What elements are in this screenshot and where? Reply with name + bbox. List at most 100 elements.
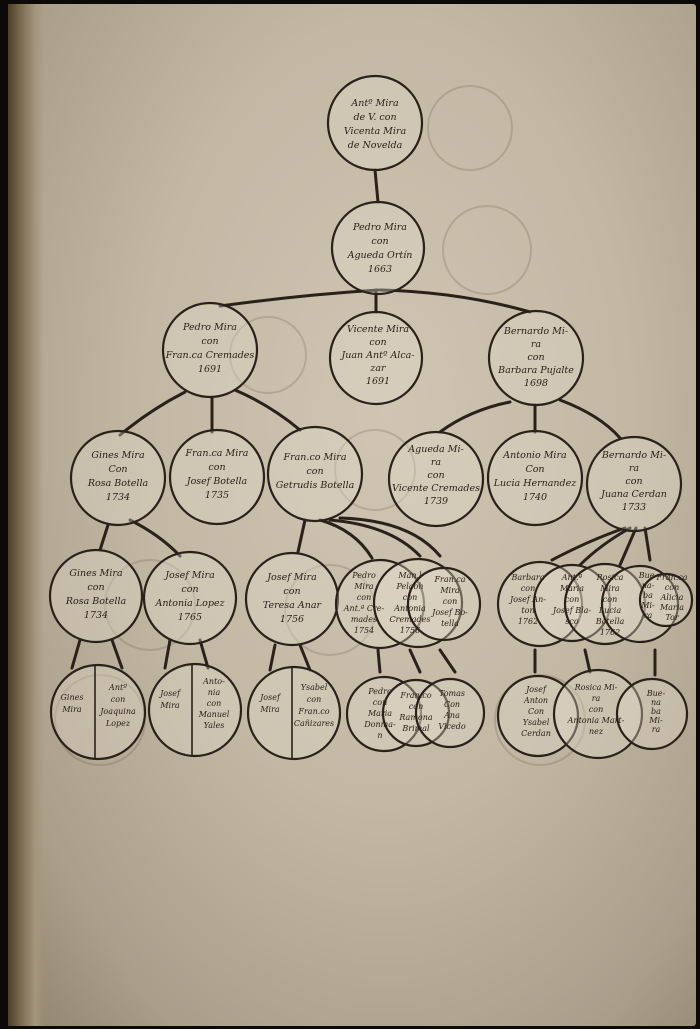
node-label-line: Con — [444, 700, 460, 709]
node-label-line: Vicedo — [438, 722, 466, 731]
node-label-line: Ana — [443, 711, 460, 720]
node-gines-mira-gen5 — [48, 548, 144, 644]
node-label-line: Ramona — [398, 713, 433, 722]
node-label-line: Antonia Lopez — [154, 598, 225, 609]
node-label-line: ba — [643, 591, 653, 600]
node-gines-mira-1734 — [69, 429, 167, 527]
node-label-line: ra — [629, 463, 640, 474]
node-label-line: Maria — [559, 584, 584, 593]
node-gines-antonio-pair — [49, 663, 147, 761]
node-label-line: Cerdan — [521, 729, 551, 738]
node-label-line: Josef An- — [508, 595, 546, 604]
node-label-line: Mira — [61, 705, 82, 714]
node-label-line: Pedro Mira — [352, 222, 407, 233]
node-label-line: ra — [652, 725, 661, 734]
connector — [268, 643, 277, 672]
node-label-line: con — [665, 583, 679, 592]
node-label-line: con — [527, 352, 544, 363]
node-label-line: Rosica Mi- — [574, 683, 618, 692]
node-label-line: Yales — [204, 721, 225, 730]
node-label-line: Antonio Mira — [502, 450, 567, 461]
node-label-line: Cañizares — [294, 719, 334, 728]
node-label-line: Brimal — [401, 724, 430, 733]
node-label-line: ton — [521, 606, 534, 615]
node-label-line: Antº — [108, 683, 127, 692]
node-label-line: Fran.co — [297, 707, 329, 716]
node-label-line: Lopez — [105, 719, 131, 728]
node-label-line: ba — [651, 707, 661, 716]
node-label-line: con — [589, 705, 603, 714]
node-label-line: Teresa Anar — [263, 600, 323, 611]
node-antonio-mira-1740 — [486, 429, 584, 527]
node-label-line: con — [369, 337, 386, 348]
node-label-line: Con — [525, 464, 544, 475]
node-label-line: Anton — [523, 696, 548, 705]
node-pedro-mira-1663 — [330, 200, 426, 296]
node-label-line: Bue- — [646, 689, 666, 698]
node-label-line: con — [111, 695, 125, 704]
node-label-line: Rosa Botella — [87, 478, 149, 489]
node-label-line: 1740 — [523, 492, 547, 503]
node-agueda-mira-1739 — [387, 430, 485, 528]
node-label-line: Pedro — [351, 571, 376, 580]
node-label-line: Tor — [665, 613, 680, 622]
node-label-line: Bernardo Mi- — [503, 326, 568, 337]
node-label-line: 1691 — [366, 376, 390, 387]
connector — [378, 288, 532, 314]
node-label-line: Rosa Botella — [65, 596, 127, 607]
node-label-line: Vicente Mira — [347, 324, 410, 335]
connector — [296, 518, 307, 554]
connector — [233, 388, 302, 432]
node-label-line: 1762 — [600, 628, 620, 637]
node-label-line: Maria — [659, 603, 684, 612]
connector — [70, 638, 82, 670]
node-bernardo-mira-1698 — [487, 309, 585, 407]
node-label-line: con — [443, 597, 457, 606]
node-pedro-mira-1691 — [161, 301, 259, 399]
node-label-line: con — [201, 336, 218, 347]
connector — [318, 518, 374, 560]
node-label-line: Josef Mira — [265, 572, 317, 583]
node-label-line: Con — [528, 707, 544, 716]
page-binding-edge — [8, 4, 44, 1026]
node-label-line: 1698 — [524, 378, 548, 389]
node-label-line: Donma- — [363, 720, 396, 729]
node-josef-ysabel-pair — [246, 665, 342, 761]
node-label-line: con — [403, 593, 417, 602]
connector — [110, 638, 124, 670]
node-label-line: Mi- — [648, 716, 663, 725]
connector — [328, 518, 422, 558]
node-label-line: Gines — [61, 693, 84, 702]
node-josef-mira-1756 — [244, 551, 340, 647]
node-label-line: nez — [589, 727, 604, 736]
node-label-line: Josef Bla- — [551, 606, 592, 615]
node-label-line: Antº Mira — [350, 98, 399, 109]
node-label-line: Agueda Ortín — [347, 250, 413, 261]
node-rosica-mira-1762 — [563, 562, 647, 646]
node-label-line: Fran.ca Cremades — [165, 350, 255, 361]
node-label-line: Maria — [367, 709, 392, 718]
node-label-line: con — [565, 595, 579, 604]
node-label-line: 1756 — [400, 626, 420, 635]
connector — [438, 648, 457, 674]
node-label-line: 1735 — [205, 490, 229, 501]
connector — [376, 648, 382, 674]
node-label-line: Ant.ª Cre- — [343, 604, 385, 613]
node-label-line: Mira — [599, 584, 620, 593]
connector — [408, 648, 422, 674]
connector — [98, 523, 110, 552]
node-label-line: Manuel — [198, 710, 230, 719]
tree-connectors — [70, 168, 657, 677]
node-label-line: con — [603, 595, 617, 604]
